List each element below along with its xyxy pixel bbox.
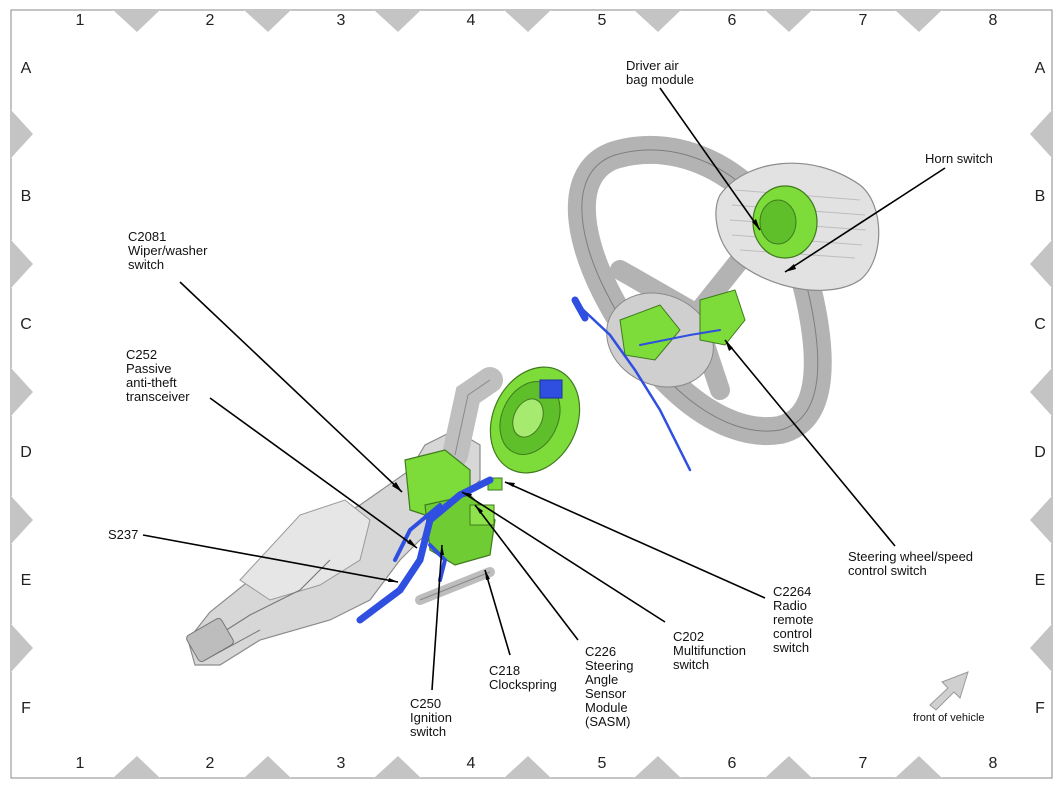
grid-col-bottom-2: 2: [205, 755, 215, 772]
column-wire-harness: [356, 476, 494, 624]
grid-col-bottom-8: 8: [988, 755, 998, 772]
grid-row-left-e: E: [20, 572, 32, 589]
label-c250-ignition-switch: C250 Ignition switch: [410, 696, 452, 739]
grid-row-left-a: A: [20, 60, 32, 77]
grid-row-left-c: C: [20, 316, 32, 333]
grid-col-bottom-3: 3: [336, 755, 346, 772]
label-c252-passive-anti-theft: C252 Passive anti-theft transceiver: [126, 347, 190, 404]
label-c2264-radio-remote-control-switch: C2264 Radio remote control switch: [773, 584, 814, 655]
grid-col-bottom-7: 7: [858, 755, 868, 772]
grid-col-top-1: 1: [75, 12, 85, 29]
bottom-border-markers: [113, 756, 942, 778]
label-horn-switch: Horn switch: [925, 151, 993, 166]
front-of-vehicle-arrow-icon: [929, 671, 969, 711]
leader-arrowheads: [388, 219, 796, 582]
label-steering-wheel-speed-control-switch: Steering wheel/speed control switch: [848, 549, 974, 578]
grid-col-bottom-1: 1: [75, 755, 85, 772]
label-c2081-wiper-washer-switch: C2081 Wiper/washer switch: [128, 229, 208, 272]
grid-row-right-f: F: [1035, 700, 1045, 717]
right-border-markers: [1030, 110, 1052, 672]
grid-row-left-b: B: [20, 188, 32, 205]
grid-col-top-7: 7: [858, 12, 868, 29]
grid-row-right-b: B: [1034, 188, 1046, 205]
grid-row-left-d: D: [20, 444, 32, 461]
label-front-of-vehicle: front of vehicle: [913, 712, 985, 724]
leader-lines: [142, 87, 946, 691]
grid-col-top-5: 5: [597, 12, 607, 29]
top-border-markers: [113, 10, 942, 32]
left-border-markers: [11, 110, 33, 672]
grid-col-top-4: 4: [466, 12, 476, 29]
label-c226-sasm: C226 Steering Angle Sensor Module (SASM): [585, 644, 634, 729]
label-s237: S237: [108, 527, 139, 542]
label-driver-air-bag-module: Driver air bag module: [626, 58, 694, 87]
label-c218-clockspring: C218 Clockspring: [489, 663, 557, 692]
grid-col-top-2: 2: [205, 12, 215, 29]
grid-col-bottom-6: 6: [727, 755, 737, 772]
grid-col-top-3: 3: [336, 12, 346, 29]
wheel-wire-harness: [571, 296, 721, 472]
clockspring-assembly: [489, 366, 581, 474]
grid-col-top-8: 8: [988, 12, 998, 29]
grid-col-bottom-5: 5: [597, 755, 607, 772]
grid-row-right-a: A: [1034, 60, 1046, 77]
grid-row-right-e: E: [1034, 572, 1046, 589]
grid-col-bottom-4: 4: [466, 755, 476, 772]
steering-column: [186, 367, 503, 666]
grid-col-top-6: 6: [727, 12, 737, 29]
grid-row-left-f: F: [21, 700, 31, 717]
grid-row-right-c: C: [1034, 316, 1046, 333]
label-c202-multifunction-switch: C202 Multifunction switch: [673, 629, 746, 672]
grid-row-right-d: D: [1034, 444, 1046, 461]
